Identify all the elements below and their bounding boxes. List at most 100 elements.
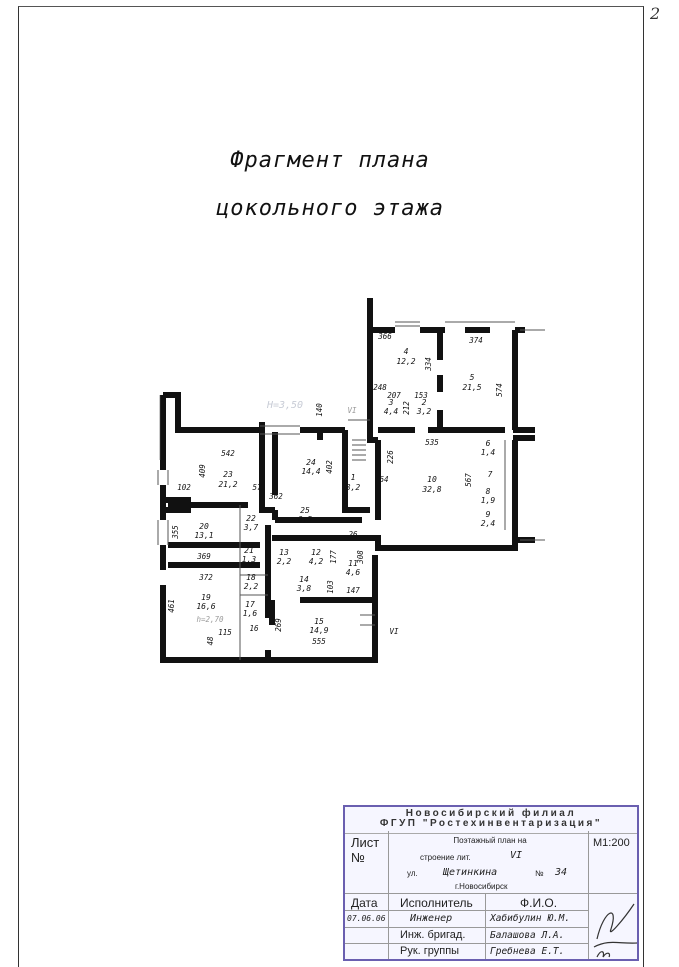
header-date: Дата bbox=[351, 896, 378, 910]
room-label: 1 bbox=[351, 473, 356, 482]
room-9: 92,4 bbox=[481, 510, 496, 528]
room-label: 1,9 bbox=[481, 496, 496, 505]
room-22: 223,7 bbox=[243, 514, 259, 532]
dimension-label: 555 bbox=[312, 637, 326, 646]
room-label: 21,2 bbox=[218, 480, 237, 489]
room-label: 22 bbox=[246, 514, 256, 523]
room-7: 7 bbox=[488, 470, 493, 479]
room-label: 9 bbox=[486, 510, 491, 519]
ceiling-height-note: h=2,70 bbox=[196, 615, 224, 624]
dimension-label: 115 bbox=[218, 628, 232, 637]
page-number: 2 bbox=[650, 4, 661, 23]
dimension-label: 308 bbox=[356, 550, 365, 565]
header-name: Ф.И.О. bbox=[520, 896, 558, 910]
room-25: 256,5 bbox=[298, 506, 313, 524]
room-label: 4 bbox=[404, 347, 409, 356]
room-label: 17 bbox=[245, 600, 255, 609]
dimension-label: 102 bbox=[177, 483, 191, 492]
row-name: Хабибулин Ю.М. bbox=[490, 913, 571, 924]
dimension-label: 207 bbox=[387, 391, 401, 400]
dimension-label: 57 bbox=[252, 483, 262, 492]
plan-title-line2: цокольного этажа bbox=[216, 196, 444, 221]
room-label: 6,5 bbox=[298, 515, 313, 524]
room-label: 12,2 bbox=[396, 357, 415, 366]
room-label: 11 bbox=[348, 559, 358, 568]
room-label: 12 bbox=[311, 548, 321, 557]
room-label: 13,1 bbox=[194, 531, 213, 540]
room-18: 182,2 bbox=[244, 573, 259, 591]
room-14: 143,8 bbox=[296, 575, 312, 593]
room-label: 25 bbox=[300, 506, 310, 515]
room-label: 23 bbox=[223, 470, 233, 479]
lit-mark-upper: VI bbox=[347, 406, 357, 415]
organization-name: Новосибирский филиал ФГУП "Ростехинвента… bbox=[345, 807, 637, 834]
street-value: Щетинкина bbox=[443, 867, 498, 878]
row-name: Балашова Л.А. bbox=[490, 930, 565, 941]
dimension-label: 177 bbox=[329, 550, 338, 564]
dimension-label: 26 bbox=[348, 530, 358, 539]
room-label: 32,8 bbox=[421, 485, 441, 494]
room-2: 23,2 bbox=[416, 398, 432, 416]
room-label: 16,6 bbox=[196, 602, 215, 611]
dimension-label: 140 bbox=[315, 403, 324, 417]
room-label: 13 bbox=[279, 548, 289, 557]
room-13: 132,2 bbox=[277, 548, 292, 566]
title-block-stamp: Новосибирский филиал ФГУП "Ростехинвента… bbox=[343, 805, 639, 961]
room-21: 211,3 bbox=[242, 546, 257, 564]
room-label: 2,2 bbox=[277, 557, 292, 566]
plan-title-line1: Фрагмент плана bbox=[230, 148, 430, 173]
room-8: 81,9 bbox=[481, 487, 496, 505]
dimension-label: 355 bbox=[171, 525, 180, 540]
room-5: 521,5 bbox=[462, 373, 481, 392]
signatures bbox=[593, 903, 638, 958]
dimension-label: 48 bbox=[206, 636, 215, 646]
room-label: 18 bbox=[246, 573, 256, 582]
room-label: 3 bbox=[388, 398, 394, 407]
dimension-label: 574 bbox=[495, 383, 504, 397]
room-label: 21,5 bbox=[462, 383, 481, 392]
room-label: 3,2 bbox=[416, 407, 432, 416]
dimension-label: 248 bbox=[373, 383, 387, 392]
row-date: 07.06.06 bbox=[347, 914, 386, 923]
building-value: VI bbox=[510, 850, 523, 861]
room-1: 18,2 bbox=[346, 473, 361, 492]
room-label: 6 bbox=[486, 439, 491, 448]
row-role: Инженер bbox=[410, 913, 453, 924]
dimension-label: 362 bbox=[268, 492, 283, 501]
row-role: Рук. группы bbox=[400, 945, 460, 957]
sheet-frame bbox=[18, 6, 644, 967]
dimension-label: 366 bbox=[377, 332, 392, 341]
dimension-label: 374 bbox=[468, 336, 483, 345]
room-17: 171,6 bbox=[243, 600, 258, 618]
room-label: 3,7 bbox=[243, 523, 259, 532]
building-label: строение лит. bbox=[420, 853, 471, 862]
dimension-label: 64 bbox=[379, 475, 388, 484]
room-label: 7 bbox=[488, 470, 493, 479]
room-label: 3,8 bbox=[296, 584, 312, 593]
room-11: 114,6 bbox=[346, 559, 361, 577]
lit-mark-lower: VI bbox=[389, 627, 399, 636]
room-label: 14 bbox=[299, 575, 309, 584]
room-label: 21 bbox=[244, 546, 254, 555]
dimension-label: 153 bbox=[414, 391, 428, 400]
room-label: 1,6 bbox=[243, 609, 258, 618]
dimension-label: 226 bbox=[386, 450, 395, 464]
room-label: 10 bbox=[427, 475, 437, 484]
room-4: 412,2 bbox=[396, 347, 415, 366]
room-label: 2,2 bbox=[244, 582, 259, 591]
room-label: 1,4 bbox=[481, 448, 496, 457]
room-label: 1,3 bbox=[242, 555, 257, 564]
room-label: 20 bbox=[199, 522, 209, 531]
room-label: 2,4 bbox=[481, 519, 496, 528]
dimension-label: 542 bbox=[221, 449, 235, 458]
header-executor: Исполнитель bbox=[400, 896, 473, 910]
sheet-label: Лист bbox=[351, 835, 380, 850]
room-label: 4,2 bbox=[309, 557, 324, 566]
city: г.Новосибирск bbox=[455, 882, 508, 891]
